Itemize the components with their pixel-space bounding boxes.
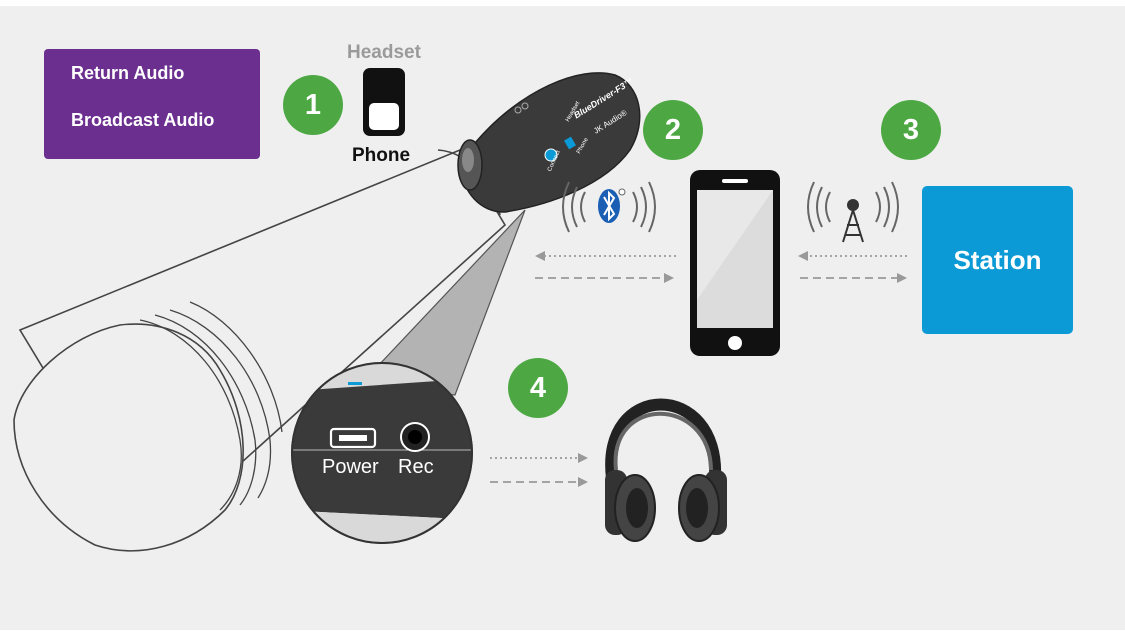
- headset-phone-switch-icon: [363, 68, 405, 136]
- step-1-badge: 1: [283, 75, 343, 135]
- return-arrow-phone-to-device: [535, 251, 676, 261]
- bluedriver-device: [457, 72, 641, 213]
- bluetooth-icon: [598, 188, 626, 223]
- station-label: Station: [953, 244, 1042, 275]
- smartphone-icon: [690, 170, 780, 356]
- broadcast-arrow-device-to-phone: [535, 273, 674, 283]
- legend-return-label: Return Audio: [71, 63, 185, 83]
- return-arrow-to-headphones: [490, 453, 588, 463]
- bluetooth-signal: [562, 181, 656, 233]
- audio-jack-icon: [400, 422, 430, 452]
- legend-box: Return Audio Broadcast Audio: [44, 49, 260, 159]
- headphones-icon: [605, 398, 727, 542]
- mini-usb-port-icon: [329, 427, 377, 449]
- return-arrow-station-to-phone: [798, 251, 907, 261]
- step-3-badge: 3: [881, 100, 941, 160]
- broadcast-tower-icon: [807, 181, 899, 243]
- legend-broadcast-label: Broadcast Audio: [71, 110, 215, 130]
- step-2-badge: 2: [643, 100, 703, 160]
- switch-headset-label: Headset: [347, 42, 421, 63]
- switch-phone-label: Phone: [352, 145, 411, 166]
- station-box: Station: [922, 186, 1073, 334]
- step-4-badge: 4: [508, 358, 568, 418]
- broadcast-arrow-to-headphones: [490, 477, 588, 487]
- rec-port-label: Rec: [398, 456, 434, 478]
- broadcast-arrow-phone-to-station: [800, 273, 907, 283]
- power-port-label: Power: [322, 456, 379, 478]
